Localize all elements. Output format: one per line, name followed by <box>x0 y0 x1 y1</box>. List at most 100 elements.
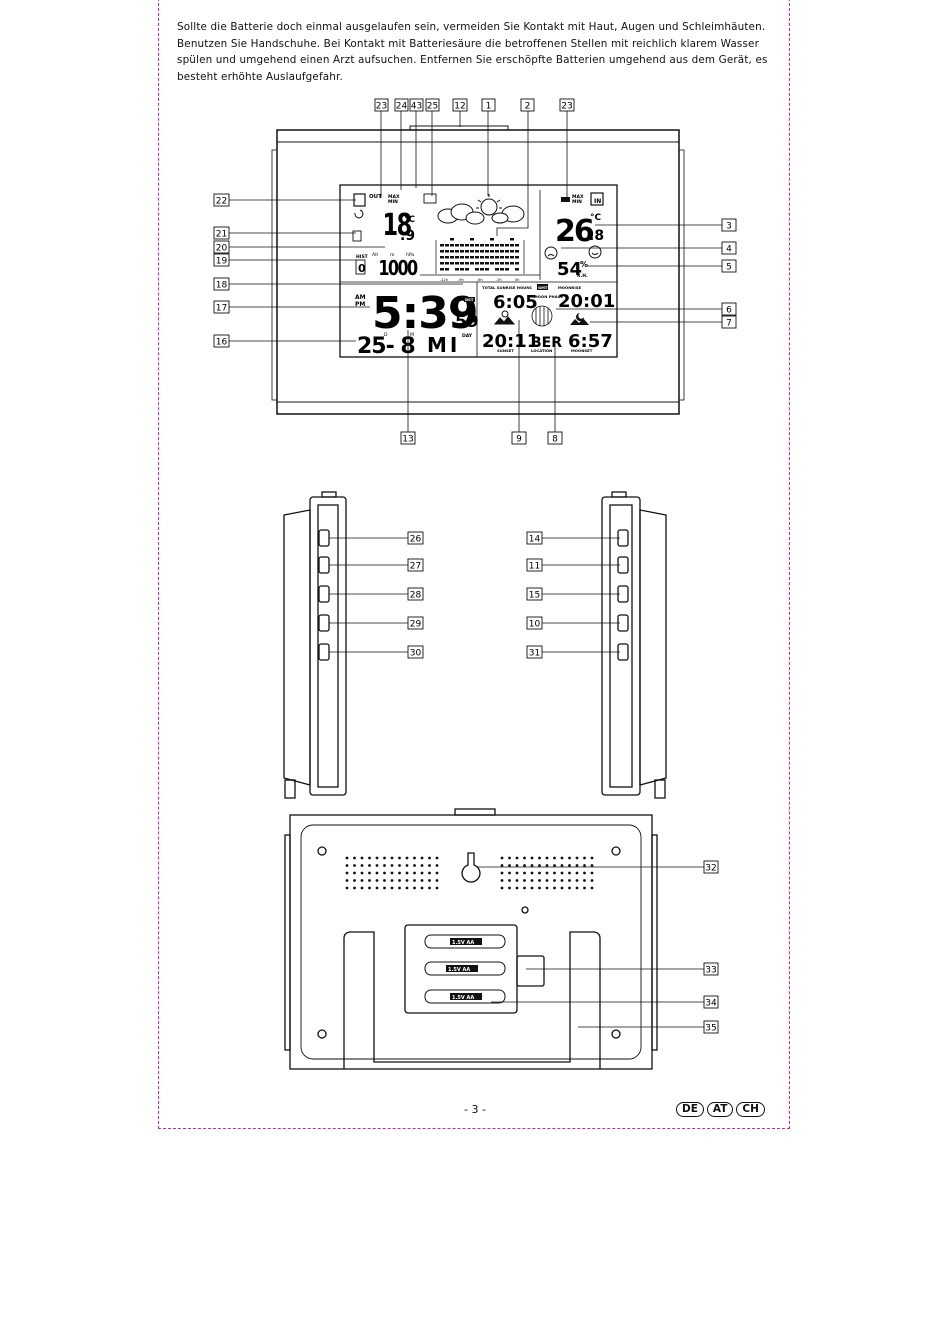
total-sunrise-hours-label: TOTAL SUNRISE HOURS <box>482 285 532 290</box>
pressure-bar-segment <box>495 262 499 265</box>
speaker-hole <box>575 856 579 860</box>
min-label-in: MIN <box>572 199 582 205</box>
pressure-bar-segment <box>440 244 444 247</box>
speaker-hole <box>568 879 571 882</box>
speaker-hole <box>413 886 416 890</box>
speaker-hole <box>538 879 541 882</box>
speaker-hole <box>500 864 504 867</box>
speaker-hole <box>398 856 401 860</box>
svg-text:1: 1 <box>486 102 492 112</box>
front-callouts: 23 24 43 25 12 1 2 23 22 21 20 19 18 17 … <box>213 98 737 445</box>
speaker-hole <box>545 879 549 882</box>
speaker-hole <box>560 886 564 890</box>
svg-text:17: 17 <box>216 304 227 314</box>
svg-text:10: 10 <box>529 620 541 630</box>
indoor-icon <box>590 192 604 206</box>
speaker-hole <box>435 864 439 867</box>
speaker-hole <box>530 886 534 890</box>
speaker-hole <box>560 879 564 882</box>
location-code: BER <box>531 335 562 351</box>
pressure-bar-segment <box>490 238 494 241</box>
speaker-hole <box>420 871 424 875</box>
battery-label: 1.5V AA <box>452 995 474 1001</box>
speaker-hole <box>413 879 416 882</box>
speaker-hole <box>413 864 416 867</box>
svg-text:33: 33 <box>705 966 716 976</box>
callout-box: 17 <box>213 300 230 314</box>
pressure-bar-segment <box>510 256 514 259</box>
callout-box: 26 <box>407 531 424 545</box>
speaker-hole <box>383 864 386 867</box>
speaker-hole <box>530 871 534 875</box>
callout-box: 20 <box>213 240 230 254</box>
callout-box: 8 <box>547 431 563 445</box>
pressure-bar-segment <box>450 244 454 247</box>
speaker-hole <box>553 864 556 867</box>
pressure-bar-segment <box>450 262 454 265</box>
speaker-hole <box>360 856 364 860</box>
svg-text:7: 7 <box>726 319 732 329</box>
pressure-bar-segment <box>505 262 509 265</box>
svg-text:31: 31 <box>529 649 540 659</box>
humidity-value: 54 <box>557 259 582 280</box>
speaker-hole <box>368 871 371 875</box>
speaker-hole <box>398 864 401 867</box>
left-side-callouts: 26 27 28 29 30 <box>407 531 424 659</box>
moonset-icon <box>570 313 589 325</box>
page-frame <box>158 0 790 1129</box>
speaker-hole <box>368 879 371 882</box>
pressure-bar-segment <box>490 244 494 247</box>
pressure-bar-segment <box>490 256 494 259</box>
indoor-temp: 26 <box>555 214 594 249</box>
speaker-hole <box>515 856 519 860</box>
cloud-icon <box>437 203 525 225</box>
pressure-bar-segment <box>500 256 504 259</box>
pressure-bar-segment <box>510 244 514 247</box>
svg-text:13: 13 <box>402 435 413 445</box>
callout-box: 18 <box>213 277 230 291</box>
speaker-hole <box>583 856 586 860</box>
pressure-bar-segment <box>455 250 459 253</box>
outdoor-unit: °C <box>404 215 416 225</box>
pressure-bar-segment <box>455 256 459 259</box>
pressure-bar-segment <box>475 250 479 253</box>
pressure-bar-segment <box>475 244 479 247</box>
speaker-hole <box>390 856 394 860</box>
sad-face-icon <box>544 246 558 260</box>
speaker-hole <box>353 871 356 875</box>
pressure-history-chart: -12h -9h -6h -3h 0h <box>420 238 540 282</box>
speaker-hole <box>375 879 379 882</box>
svg-text:6: 6 <box>726 306 732 316</box>
moonrise-time: 20:01 <box>558 291 615 312</box>
speaker-hole <box>538 871 541 875</box>
svg-text:35: 35 <box>705 1024 716 1034</box>
pressure-bar-segment <box>465 250 469 253</box>
side-button <box>318 614 330 632</box>
speaker-hole <box>568 886 571 890</box>
speaker-hole <box>530 856 534 860</box>
speaker-hole <box>420 879 424 882</box>
pressure-bar-segment <box>445 262 449 265</box>
speaker-hole <box>568 864 571 867</box>
pressure-bar-segment <box>505 244 509 247</box>
speaker-hole <box>368 886 371 890</box>
svg-text:25: 25 <box>427 102 438 112</box>
speaker-hole <box>560 871 564 875</box>
back-callouts: 32 33 34 35 <box>703 860 719 1034</box>
speaker-hole <box>560 864 564 867</box>
pressure-bar-segment <box>440 262 444 265</box>
speaker-hole <box>353 856 356 860</box>
svg-text:12: 12 <box>454 102 465 112</box>
speaker-hole <box>405 864 409 867</box>
pressure-bar-segment <box>475 262 479 265</box>
left-side-leaders <box>329 537 408 653</box>
callout-box: 43 <box>409 98 424 112</box>
sun-icon <box>476 194 502 216</box>
speaker-hole <box>405 879 409 882</box>
speaker-hole <box>435 879 439 882</box>
pressure-bar-segment <box>490 262 494 265</box>
pressure-bar-segment <box>460 244 464 247</box>
pressure-bar-segment <box>445 256 449 259</box>
pressure-bar-segment <box>480 256 484 259</box>
speaker-hole <box>390 879 394 882</box>
